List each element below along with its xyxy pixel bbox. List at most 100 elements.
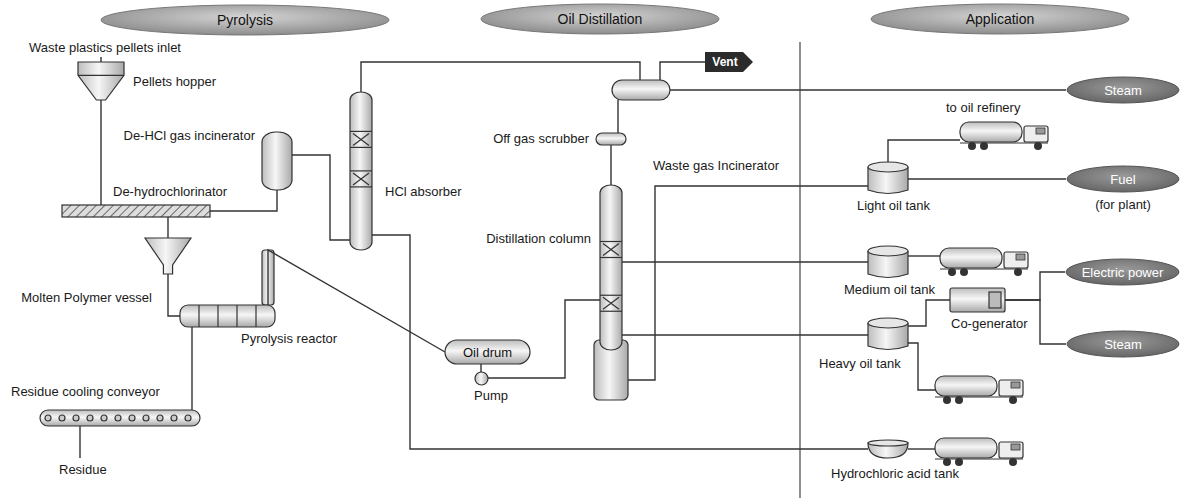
dish-top — [868, 440, 908, 446]
loading-pipe — [908, 255, 940, 256]
co-generator: Co-generator — [950, 288, 1005, 312]
tanker-truck — [935, 376, 1023, 404]
tank-top — [868, 162, 908, 172]
reactor-body — [180, 305, 275, 327]
packing-line — [600, 241, 622, 242]
conveyor-roller — [115, 415, 121, 421]
node-title: Application — [966, 12, 1035, 27]
storage-tank-outline — [868, 318, 908, 350]
column-body — [350, 92, 372, 250]
banner-ellipse — [481, 4, 719, 34]
node-title: Oil drum — [463, 345, 512, 360]
melt-vessel-outline — [145, 238, 191, 274]
equipment-label: Heavy oil tank — [818, 356, 902, 371]
incinerator-vessel-outline — [262, 132, 292, 190]
conveyor-roller — [45, 415, 51, 421]
pump-symbol: Pump — [475, 372, 488, 385]
conveyor-body — [40, 410, 200, 426]
tanker-truck — [940, 248, 1028, 276]
residue-conveyor-outline — [40, 410, 200, 426]
incinerator-vessel: Waste gas Incinerator — [612, 80, 670, 100]
output-ellipse: Steam — [1066, 330, 1180, 358]
annotation-label: Residue — [58, 462, 108, 477]
process-pipe — [480, 364, 481, 372]
banner-ellipse — [871, 4, 1129, 34]
hopper-rim — [78, 75, 124, 76]
generator-panel — [989, 292, 1001, 308]
pump-symbol-outline — [475, 372, 488, 385]
node-title: Fuel — [1110, 172, 1135, 187]
section-banner: Application — [870, 3, 1130, 35]
pellets-hopper: Pellets hopper — [78, 62, 124, 100]
packing-line — [350, 131, 372, 132]
equipment-label: Light oil tank — [856, 198, 931, 213]
pyrolysis-reactor: Pyrolysis reactor — [180, 305, 275, 327]
output-ellipse: Fuel(for plant) — [1066, 165, 1180, 193]
process-pipe — [488, 300, 600, 378]
pellets-hopper-outline — [78, 62, 124, 100]
tank-top — [868, 318, 908, 328]
melt-vessel: Molten Polymer vessel — [145, 238, 191, 274]
section-banner: Pyrolysis — [100, 4, 390, 36]
equipment-label: Molten Polymer vessel — [20, 290, 153, 305]
oil-drum: Oil drum — [445, 340, 530, 364]
funnel-body — [145, 238, 191, 274]
capsule-body — [612, 80, 670, 100]
acid-tank: Hydrochloric acid tank — [868, 440, 908, 458]
residue-conveyor: Residue cooling conveyor — [40, 410, 200, 426]
incinerator-vessel: De-HCl gas incinerator — [262, 132, 292, 190]
pyrolysis-reactor-outline — [180, 305, 275, 327]
residue-outlet — [79, 426, 80, 458]
process-pipe — [908, 300, 950, 326]
process-pipe — [610, 145, 611, 185]
output-ellipse-shape — [1066, 259, 1179, 285]
conveyor-roller — [73, 415, 79, 421]
reactor-band — [217, 305, 218, 327]
process-pipe — [1005, 272, 1065, 300]
packing-mark — [603, 244, 619, 256]
equipment-label: Distillation column — [485, 231, 592, 246]
equipment-label: Hydrochloric acid tank — [830, 466, 960, 481]
node-title: Steam — [1104, 337, 1142, 352]
node-title: Steam — [1104, 83, 1142, 98]
output-ellipse: Steam — [1066, 76, 1180, 104]
annotation-label: Waste plastics pellets inlet — [28, 40, 182, 55]
absorber-column: HCl absorber — [350, 92, 372, 250]
storage-tank: Heavy oil tank — [868, 318, 908, 350]
absorber-column-outline — [350, 92, 372, 250]
output-ellipse-shape — [1067, 166, 1179, 192]
output-ellipse-shape — [1067, 77, 1179, 103]
packing-mark — [353, 173, 369, 185]
conveyor-roller — [87, 415, 93, 421]
tanker-truck — [960, 122, 1048, 150]
annotation-label: to oil refinery — [945, 100, 1021, 115]
storage-tank: Light oil tank — [868, 162, 908, 194]
output-ellipse-shape — [1067, 331, 1179, 357]
packing-line — [600, 311, 622, 312]
conveyor-roller — [129, 415, 135, 421]
process-pipe — [670, 89, 1066, 90]
process-pipe — [361, 62, 640, 92]
screw-conveyor-outline — [62, 205, 210, 217]
conveyor-roller — [157, 415, 163, 421]
loading-pipe — [888, 140, 960, 162]
equipment-label: Medium oil tank — [843, 282, 936, 297]
loading-pipe — [908, 343, 935, 390]
tank-top — [868, 246, 908, 256]
equipment-label: (for plant) — [1094, 197, 1152, 212]
scrubber-vessel: Off gas scrubber — [596, 133, 626, 145]
equipment-label: Pump — [473, 388, 509, 403]
scrubber-vessel-outline — [596, 133, 626, 145]
equipment-label: Pellets hopper — [132, 74, 217, 89]
co-generator-outline — [950, 288, 1005, 312]
equipment-label: Pyrolysis reactor — [240, 331, 338, 346]
hopper-body — [78, 62, 124, 100]
reactor-band — [198, 305, 199, 327]
packing-mark — [603, 297, 619, 309]
capsule-body — [445, 340, 530, 364]
distillation-column-outline — [600, 185, 622, 400]
process-pipe — [167, 217, 168, 238]
capsule-body — [596, 133, 626, 145]
tanker-truck — [935, 438, 1023, 466]
